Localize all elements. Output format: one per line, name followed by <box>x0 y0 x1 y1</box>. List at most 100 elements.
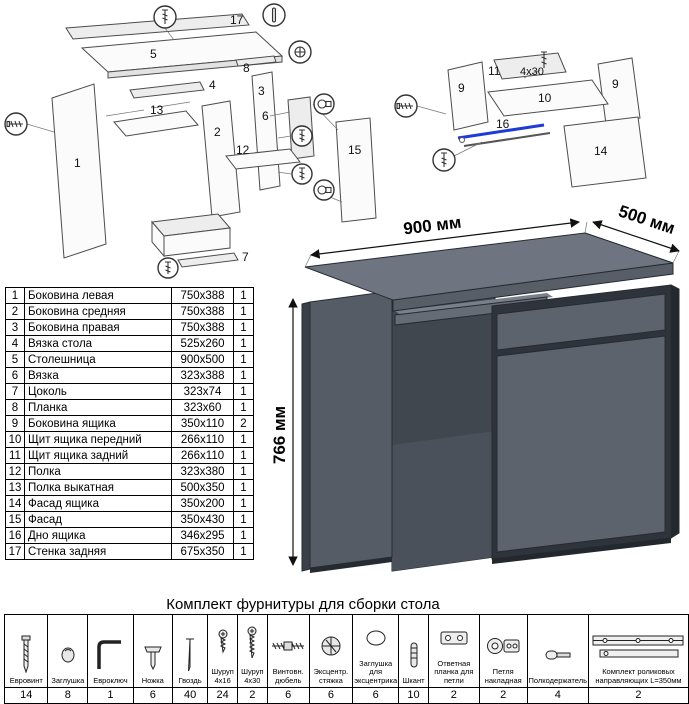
part-number: 16 <box>5 527 25 544</box>
hardware-cell: Шуруп 4x30 <box>236 614 268 688</box>
euro-screw-callout-icon <box>4 112 28 136</box>
parts-table-row: 5 Столешница 900x500 1 <box>5 351 254 368</box>
part-qty: 1 <box>233 543 254 560</box>
part-size: 350x200 <box>171 495 234 512</box>
hardware-cell: Комплект роликовых направляющих L=350мм <box>587 614 689 688</box>
hardware-cell: Ножка <box>132 614 173 688</box>
part-number: 9 <box>5 415 25 432</box>
hardware-cell: Винтовн. дюбель <box>266 614 310 688</box>
hardware-qty: 6 <box>308 686 354 704</box>
part-qty: 1 <box>233 383 254 400</box>
hardware-label: Полкодержатель <box>528 675 587 685</box>
parts-table-row: 17 Стенка задняя 675x350 1 <box>5 543 254 560</box>
part-qty: 1 <box>233 367 254 384</box>
part-crossbar <box>129 81 205 99</box>
part-name: Боковина правая <box>24 319 172 336</box>
parts-table-row: 12 Полка 323x380 1 <box>5 463 254 480</box>
exploded-desk-diagram: 17 5 4 8 3 6 13 2 12 15 1 7 <box>4 3 377 279</box>
part-qty: 1 <box>233 351 254 368</box>
part-qty: 1 <box>233 431 254 448</box>
part-qty: 1 <box>233 303 254 320</box>
keyboard-tray-top <box>395 293 553 315</box>
part-qty: 1 <box>233 447 254 464</box>
hardware-label: Комплект роликовых направляющих L=350мм <box>595 667 682 685</box>
hardware-label: Евровинт <box>9 675 43 685</box>
cam-lock-icon <box>321 636 341 656</box>
part-plinth <box>177 252 239 268</box>
pedestal-bottom-shadow <box>492 538 671 564</box>
part-number: 6 <box>5 367 25 384</box>
screw-icon <box>523 51 547 79</box>
part-qty: 1 <box>233 495 254 512</box>
part-number: 17 <box>5 543 25 560</box>
hardware-qty: 10 <box>398 686 429 704</box>
rail-roller <box>459 137 465 143</box>
parts-table-row: 3 Боковина правая 750x388 1 <box>5 319 254 336</box>
hardware-label: Заглушка <box>51 675 85 685</box>
part-name: Вязка стола <box>24 335 172 352</box>
hardware-cell: Ответная планка для петли <box>427 614 480 688</box>
screw-callout-icon <box>153 5 177 29</box>
part-label: 13 <box>150 103 164 117</box>
hardware-qty: 8 <box>47 686 89 704</box>
screw-callout-icon <box>291 163 313 185</box>
part-qty: 1 <box>233 319 254 336</box>
assembled-desk-render: 900 мм 500 мм 766 мм <box>270 205 680 573</box>
part-name: Вязка <box>24 367 172 384</box>
part-label: 11 <box>488 64 501 78</box>
part-label: 17 <box>230 13 244 27</box>
part-left-side <box>51 83 107 259</box>
hardware-label: Шуруп 4x30 <box>241 667 264 685</box>
part-name: Цоколь <box>24 383 172 400</box>
screw-4x16-icon <box>218 629 228 654</box>
part-label: 9 <box>612 77 619 91</box>
exploded-drawer-diagram: 9 11 4x30 9 10 16 14 <box>394 51 647 188</box>
part-size: 323x74 <box>171 383 234 400</box>
part-name: Столешница <box>24 351 172 368</box>
part-size: 350x430 <box>171 511 234 528</box>
part-name: Боковина средняя <box>24 303 172 320</box>
cap-plug-icon <box>61 647 75 662</box>
hardware-cell: Евровинт <box>3 614 49 688</box>
desk-back-panel <box>392 431 495 571</box>
part-name: Фасад ящика <box>24 495 172 512</box>
desk-left-panel-edge <box>301 301 311 572</box>
width-dimension-line <box>310 218 580 259</box>
hardware-label: Шуруп 4x16 <box>211 667 234 685</box>
hardware-cell: Заглушка <box>47 614 89 688</box>
screw-size-label: 4x30 <box>520 66 544 78</box>
drawer-side-right <box>597 57 641 125</box>
hardware-cell: Петля накладная <box>478 614 528 688</box>
part-number: 7 <box>5 383 25 400</box>
euro-screw-callout-icon <box>394 94 418 118</box>
parts-table-row: 13 Полка выкатная 500x350 1 <box>5 479 254 496</box>
part-drawer-side <box>163 227 231 257</box>
part-label: 6 <box>262 109 269 123</box>
part-number: 13 <box>5 479 25 496</box>
part-name: Полка <box>24 463 172 480</box>
parts-table-row: 16 Дно ящика 346x295 1 <box>5 527 254 544</box>
part-number: 4 <box>5 335 25 352</box>
part-name: Щит ящика передний <box>24 431 172 448</box>
hardware-qty: 14 <box>3 686 49 704</box>
part-qty: 1 <box>233 463 254 480</box>
hardware-qty: 6 <box>266 686 310 704</box>
hardware-cell: Полкодержатель <box>526 614 589 688</box>
part-label: 8 <box>243 61 250 75</box>
part-label: 2 <box>214 125 221 139</box>
hardware-qty-row: 14 8 1 6 40 24 2 6 6 6 10 2 2 4 2 <box>3 686 689 704</box>
part-size: 346x295 <box>171 527 234 544</box>
hardware-label: Винтовн. дюбель <box>272 667 304 685</box>
hardware-label: Заглушка для эксцентрика <box>354 659 398 685</box>
dowel-screw-icon <box>272 641 305 651</box>
hardware-label: Евроключ <box>93 675 128 685</box>
part-name: Дно ящика <box>24 527 172 544</box>
part-qty: 1 <box>233 479 254 496</box>
parts-table-row: 14 Фасад ящика 350x200 1 <box>5 495 254 512</box>
roller-slide-rail-icon <box>592 635 684 658</box>
pedestal-drawer-front <box>496 293 666 351</box>
part-size: 525x260 <box>171 335 234 352</box>
hardware-qty: 6 <box>132 686 173 704</box>
hardware-label: Гвоздь <box>178 675 202 685</box>
